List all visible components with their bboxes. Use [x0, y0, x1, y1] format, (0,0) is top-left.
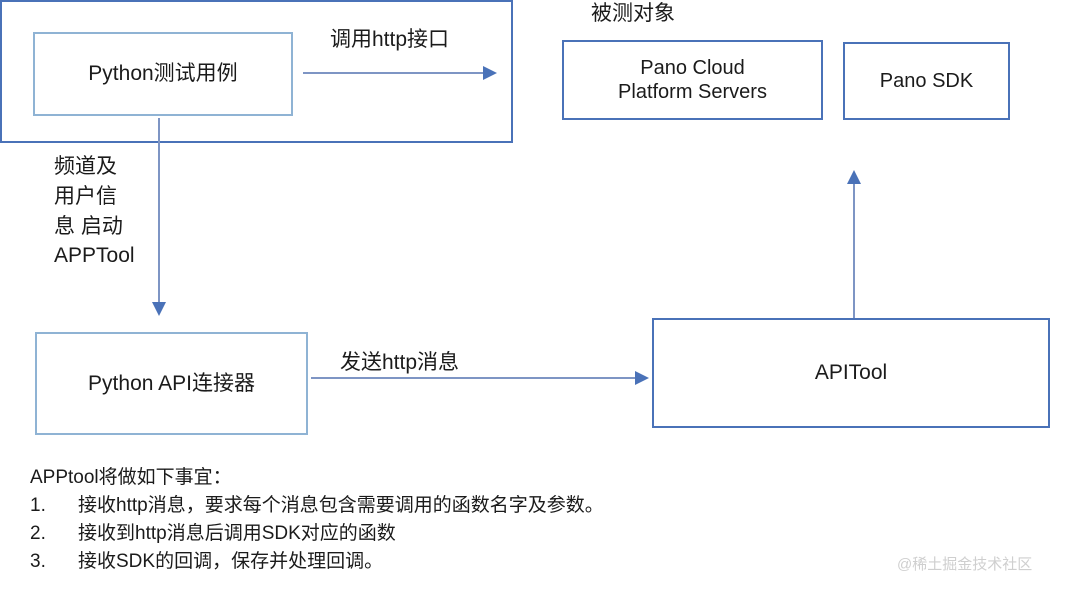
note-item-number: 2.	[30, 523, 46, 545]
connector-label-start-apptool-line1: 频道及	[54, 155, 117, 178]
connector-send-http	[311, 367, 651, 389]
connector-start-apptool	[148, 118, 170, 318]
connector-label-http-call: 调用http接口	[330, 28, 450, 51]
arrow-down-icon	[152, 118, 166, 316]
note-item-number: 3.	[30, 551, 46, 573]
watermark: @稀土掘金技术社区	[897, 556, 1033, 573]
note-item: 3. 接收SDK的回调，保存并处理回调。	[30, 548, 604, 576]
note-item-number: 1.	[30, 495, 46, 517]
arrow-right-icon	[303, 66, 497, 80]
node-python-test-case[interactable]: Python测试用例	[33, 32, 293, 116]
connector-http-call	[303, 62, 499, 84]
node-pano-cloud-label-line1: Pano Cloud	[640, 56, 745, 79]
arrow-right-icon	[311, 371, 649, 385]
note-item-text: 接收到http消息后调用SDK对应的函数	[78, 523, 396, 545]
node-pano-sdk-label: Pano SDK	[879, 69, 974, 92]
note-item-text: 接收SDK的回调，保存并处理回调。	[78, 551, 384, 573]
node-pano-cloud-label-line2: Platform Servers	[618, 81, 767, 103]
node-target-group-label: 被测对象	[586, 2, 680, 26]
notes-block: APPtool将做如下事宜： 1. 接收http消息，要求每个消息包含需要调用的…	[30, 464, 604, 576]
node-apitool-label: APITool	[814, 361, 888, 385]
note-item-text: 接收http消息，要求每个消息包含需要调用的函数名字及参数。	[78, 495, 604, 517]
node-pano-cloud-platform-servers[interactable]: Pano Cloud Platform Servers	[562, 40, 823, 120]
connector-label-start-apptool-line2: 用户信	[54, 184, 117, 208]
connector-label-start-apptool-line3: 息 启动	[54, 214, 123, 238]
connector-label-start-apptool-line4: APPTool	[54, 244, 135, 268]
node-python-api-connector[interactable]: Python API连接器	[35, 332, 308, 435]
node-python-test-case-label: Python测试用例	[88, 62, 238, 86]
arrow-up-icon	[847, 170, 861, 320]
connector-label-send-http: 发送http消息	[340, 351, 460, 374]
note-item: 1. 接收http消息，要求每个消息包含需要调用的函数名字及参数。	[30, 492, 604, 520]
notes-heading: APPtool将做如下事宜：	[30, 467, 232, 488]
connector-label-start-apptool: 频道及 用户信 息 启动 APPTool	[54, 152, 174, 271]
node-python-api-connector-label: Python API连接器	[88, 371, 255, 395]
node-pano-cloud-label: Pano Cloud Platform Servers	[618, 56, 767, 105]
note-item: 2. 接收到http消息后调用SDK对应的函数	[30, 520, 604, 548]
connector-apitool-to-target	[843, 168, 865, 320]
node-apitool[interactable]: APITool	[652, 318, 1050, 428]
node-pano-sdk[interactable]: Pano SDK	[843, 42, 1010, 120]
